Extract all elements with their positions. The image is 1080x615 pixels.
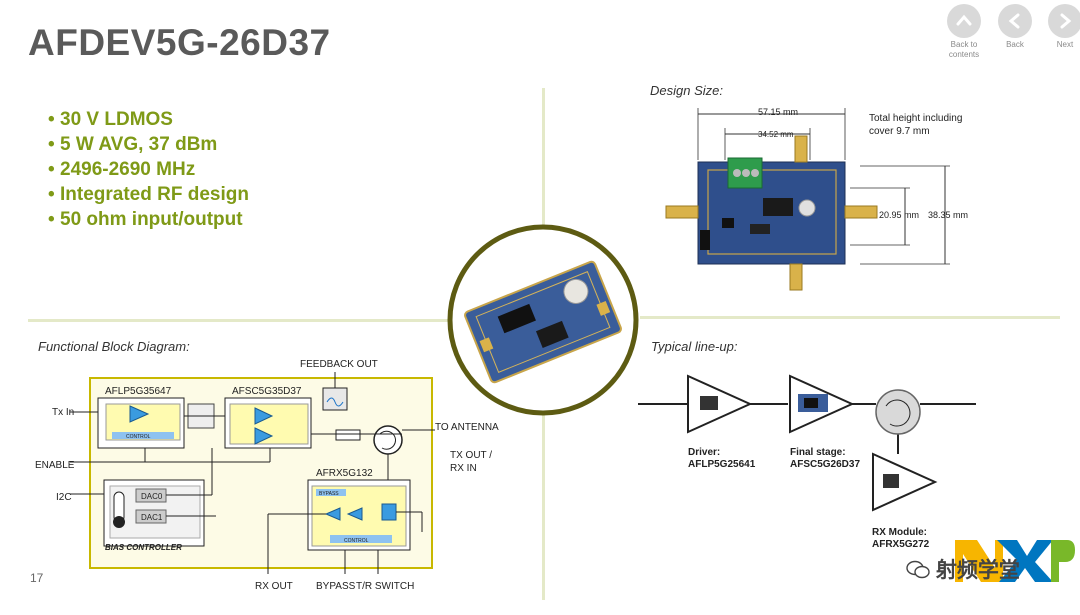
bias-controller-label: BIAS CONTROLLER (105, 543, 182, 552)
block3-control: CONTROL (344, 538, 369, 544)
dim-height-inner: 20.95 mm (879, 210, 919, 220)
feature-item: •Integrated RF design (48, 184, 249, 205)
chevron-up-icon (947, 4, 981, 38)
i2c-label: I2C (56, 492, 72, 503)
final-stage-amplifier (789, 374, 855, 434)
back-button[interactable]: Back (990, 4, 1040, 50)
dac1-label: DAC1 (141, 513, 163, 522)
dim-height-outer: 38.35 mm (928, 210, 968, 220)
feature-item: •50 ohm input/output (48, 209, 243, 230)
chevron-right-icon (1048, 4, 1080, 38)
block2-label: AFSC5G35D37 (232, 386, 302, 397)
rx-module-title: RX Module: (872, 527, 927, 538)
functional-block-diagram: FEEDBACK OUT AFLP5G35647 CONTROL AFSC5G3… (35, 359, 499, 592)
chevron-left-icon (998, 4, 1032, 38)
back-to-contents-button[interactable]: Back to contents (939, 4, 989, 60)
height-note-line1: Total height including (869, 113, 962, 124)
bypass-label: BYPASS (316, 581, 356, 592)
final-stage-part: AFSC5G26D37 (790, 459, 860, 470)
circulator-icon (875, 389, 921, 435)
divider-vertical-top (542, 88, 545, 238)
enable-label: ENABLE (35, 460, 75, 471)
feature-item: •2496-2690 MHz (48, 159, 196, 180)
slide-title: AFDEV5G-26D37 (28, 22, 331, 63)
block-diagram-label: Functional Block Diagram: (38, 339, 190, 354)
divider-horizontal-left (28, 319, 448, 322)
lineup-diagram: Driver: AFLP5G25641 Final stage: AFSC5G2… (638, 374, 976, 550)
feature-list: •30 V LDMOS •5 W AVG, 37 dBm •2496-2690 … (48, 107, 249, 232)
dac0-label: DAC0 (141, 492, 163, 501)
rx-module-part: AFRX5G272 (872, 539, 930, 550)
back-label: Back (1006, 40, 1024, 49)
next-button[interactable]: Next (1040, 4, 1080, 50)
feedback-out-label: FEEDBACK OUT (300, 359, 378, 370)
block3-label: AFRX5G132 (316, 468, 373, 479)
divider-horizontal-right (640, 316, 1060, 319)
tx-in-label: Tx In (52, 407, 74, 418)
feature-item: •5 W AVG, 37 dBm (48, 134, 218, 155)
rx-module-amplifier (872, 452, 938, 512)
back-to-contents-label: Back to contents (948, 40, 980, 59)
page-number: 17 (30, 571, 44, 585)
design-size-figure: 57.15 mm 34.52 mm 20.95 mm 38.35 mm Tota… (665, 107, 968, 291)
dim-width-outer: 57.15 mm (758, 107, 798, 117)
driver-amplifier (687, 374, 753, 434)
block1-label: AFLP5G35647 (105, 386, 172, 397)
feature-item: •30 V LDMOS (48, 109, 173, 130)
tr-switch-label: T/R SWITCH (356, 581, 414, 592)
module-photo (447, 224, 639, 416)
block1-control: CONTROL (126, 434, 151, 440)
rx-out-label: RX OUT (255, 581, 293, 592)
driver-part: AFLP5G25641 (688, 459, 756, 470)
block3-bypass: BYPASS (319, 491, 339, 497)
next-label: Next (1056, 40, 1074, 49)
final-stage-title: Final stage: (790, 447, 846, 458)
driver-title: Driver: (688, 447, 720, 458)
wechat-icon (906, 560, 930, 579)
height-note-line2: cover 9.7 mm (869, 126, 930, 137)
divider-vertical-bottom (542, 405, 545, 600)
rx-in-label: RX IN (450, 463, 477, 474)
nxp-logo (955, 540, 1075, 582)
watermark-text: 射频学堂 (935, 559, 1020, 582)
tx-out-label: TX OUT / (450, 450, 492, 461)
dim-width-inner: 34.52 mm (758, 130, 794, 139)
lineup-label: Typical line-up: (651, 339, 738, 354)
watermark: 射频学堂 (906, 554, 1020, 584)
pcb-board-image (665, 135, 878, 291)
to-antenna-label: TO ANTENNA (435, 422, 499, 433)
design-size-label: Design Size: (650, 83, 723, 98)
